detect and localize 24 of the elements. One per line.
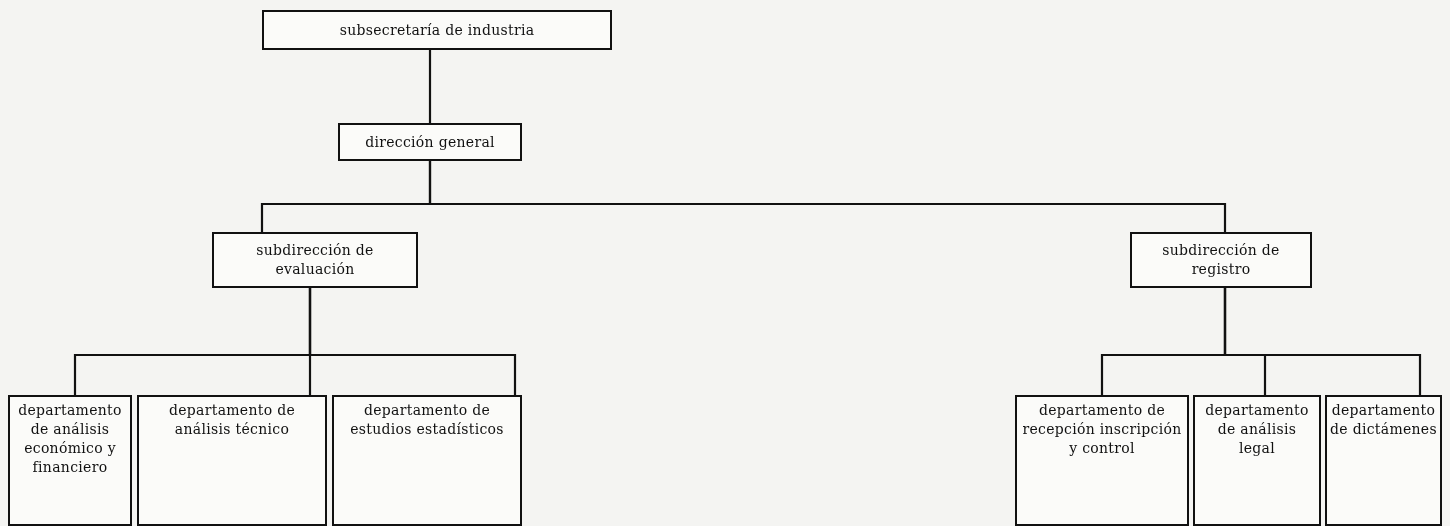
connector-line: [1223, 288, 1422, 395]
org-box: [1015, 395, 1189, 526]
org-box: [212, 232, 418, 288]
unit-name: departamento de estudios estadísticos: [349, 401, 505, 439]
unit-name: departamento de dictámenes: [1330, 401, 1437, 439]
org-box: [262, 10, 612, 50]
unit-name: departamento de análisis económico y financiero: [17, 401, 123, 477]
org-box: [1130, 232, 1312, 288]
unit-name: subdirección de evaluación: [255, 241, 375, 279]
org-box: [338, 123, 522, 161]
org-box: [8, 395, 132, 526]
org-box: [137, 395, 327, 526]
unit-name: departamento de recepción inscripción y control: [1021, 401, 1183, 458]
connector-line: [428, 50, 432, 123]
org-box: [1325, 395, 1442, 526]
unit-name: departamento de análisis legal: [1204, 401, 1310, 458]
org-box: [332, 395, 522, 526]
unit-name: subsecretaría de industria: [339, 20, 535, 40]
unit-name: subdirección de registro: [1161, 241, 1281, 279]
org-box: [1193, 395, 1321, 526]
connector-line: [308, 288, 517, 395]
unit-name: dirección general: [365, 132, 495, 152]
connector-line: [428, 161, 1227, 232]
unit-name: departamento de análisis técnico: [167, 401, 297, 439]
